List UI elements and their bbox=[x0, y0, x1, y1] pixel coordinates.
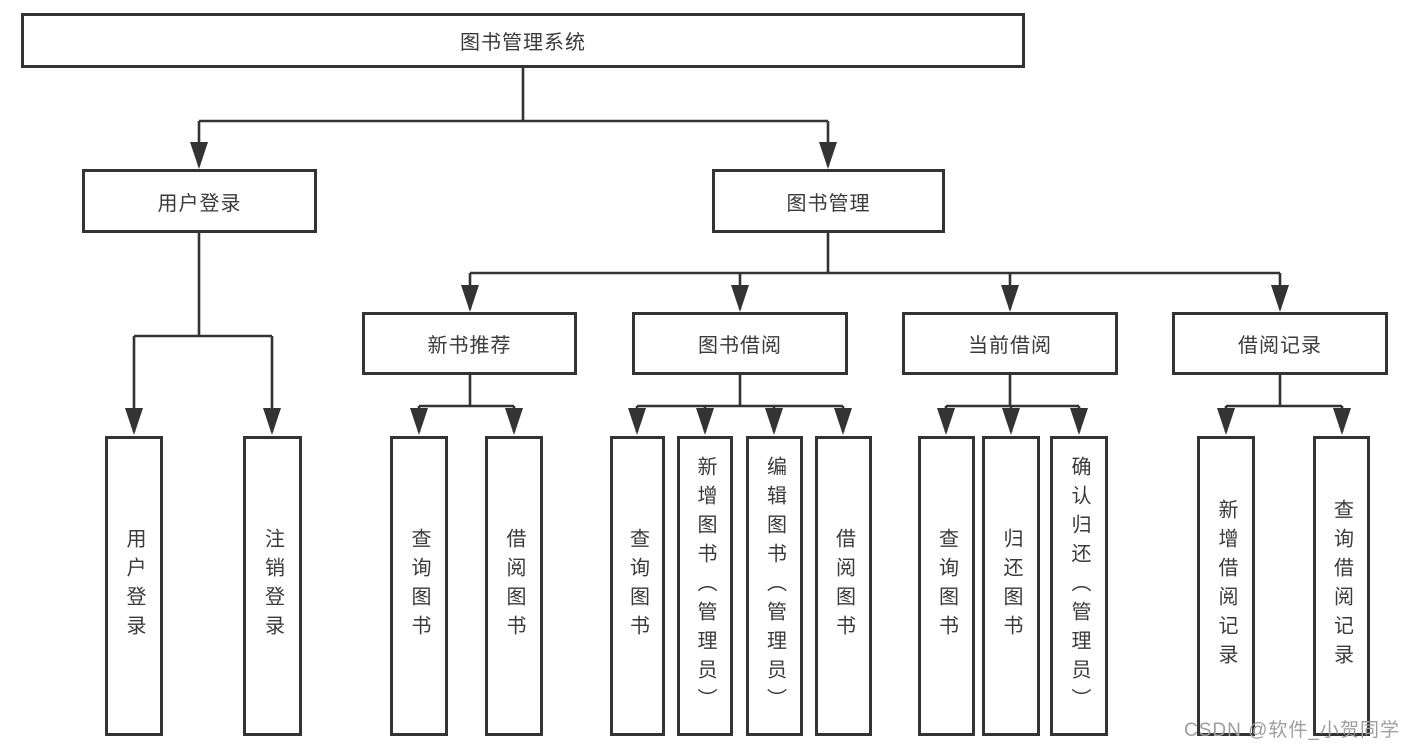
node-new-book-recommendation: 新书推荐 bbox=[362, 312, 577, 375]
connector-path bbox=[132, 68, 1344, 432]
leaf-borrow-books-recommend: 借阅图书 bbox=[485, 436, 543, 736]
node-borrowing-records: 借阅记录 bbox=[1172, 312, 1388, 375]
node-label: 新增图书（管理员） bbox=[694, 455, 716, 717]
leaf-user-login: 用户登录 bbox=[105, 436, 163, 736]
node-library-management-system: 图书管理系统 bbox=[21, 13, 1025, 68]
node-book-borrowing: 图书借阅 bbox=[632, 312, 848, 375]
node-label: 图书管理 bbox=[786, 192, 871, 215]
leaf-query-books-borrowing: 查询图书 bbox=[610, 436, 665, 736]
leaf-query-borrow-record: 查询借阅记录 bbox=[1313, 436, 1370, 736]
node-label: 查询借阅记录 bbox=[1330, 499, 1353, 673]
node-current-borrowing: 当前借阅 bbox=[902, 312, 1118, 375]
leaf-query-books-recommend: 查询图书 bbox=[390, 436, 448, 736]
node-label: 图书借阅 bbox=[698, 335, 782, 357]
node-label: 借阅记录 bbox=[1238, 335, 1322, 357]
node-label: 新增借阅记录 bbox=[1215, 499, 1237, 673]
leaf-borrow-books: 借阅图书 bbox=[815, 436, 872, 736]
node-label: 查询图书 bbox=[408, 528, 430, 644]
node-label: 归还图书 bbox=[1000, 528, 1022, 644]
leaf-add-books-admin: 新增图书（管理员） bbox=[677, 436, 733, 736]
leaf-return-books: 归还图书 bbox=[982, 436, 1040, 736]
node-book-management: 图书管理 bbox=[712, 169, 945, 233]
node-label: 确认归还（管理员） bbox=[1068, 455, 1090, 717]
leaf-edit-books-admin: 编辑图书（管理员） bbox=[746, 436, 803, 736]
node-label: 当前借阅 bbox=[968, 335, 1052, 357]
node-label: 编辑图书（管理员） bbox=[763, 455, 786, 717]
node-label: 借阅图书 bbox=[503, 528, 525, 644]
node-label: 查询图书 bbox=[935, 528, 958, 644]
node-label: 用户登录 bbox=[123, 528, 145, 644]
node-label: 新书推荐 bbox=[427, 335, 512, 357]
leaf-query-books-current: 查询图书 bbox=[918, 436, 975, 736]
node-label: 查询图书 bbox=[626, 528, 649, 644]
leaf-logout: 注销登录 bbox=[243, 436, 302, 736]
watermark: CSDN @软件_小贺同学 bbox=[1184, 720, 1400, 741]
node-label: 注销登录 bbox=[261, 528, 284, 644]
node-label: 借阅图书 bbox=[832, 528, 855, 644]
arrowhead-icons bbox=[125, 142, 1351, 435]
node-label: 用户登录 bbox=[157, 192, 242, 215]
leaf-add-borrow-record: 新增借阅记录 bbox=[1197, 436, 1255, 736]
node-user-login: 用户登录 bbox=[82, 169, 317, 233]
leaf-confirm-return-admin: 确认归还（管理员） bbox=[1050, 436, 1108, 736]
node-label: 图书管理系统 bbox=[460, 32, 586, 54]
